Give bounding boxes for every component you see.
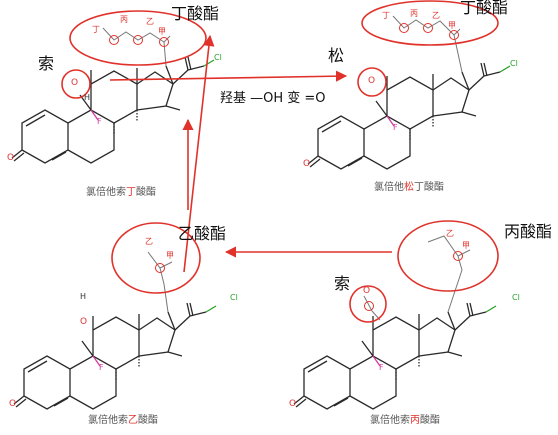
- atom-f-label: F: [393, 123, 398, 132]
- transform-note: 羟基 —OH 变 =O: [220, 91, 326, 106]
- atom-o-label: O: [7, 153, 15, 163]
- caption-m1: 氯倍他索丁酸酯: [86, 187, 156, 198]
- atom-f-label: F: [97, 117, 102, 126]
- chain-mark: 丙: [120, 15, 128, 24]
- song-label-m2: 松: [328, 46, 345, 65]
- atom-o-label: O: [71, 78, 79, 88]
- suo-label-m4: 索: [334, 274, 351, 293]
- chain-mark: 乙: [432, 11, 440, 20]
- ester-label-m2: 丁酸酯: [460, 0, 509, 17]
- ester-label-m3: 乙酸酯: [178, 224, 227, 243]
- atom-cl-label: Cl: [214, 53, 222, 62]
- atom-o-label: O: [80, 317, 88, 327]
- atom-cl-label: Cl: [510, 59, 518, 68]
- atom-cl-label: Cl: [230, 293, 238, 302]
- atom-h-label: H: [84, 93, 91, 102]
- ester-label-m1: 丁酸酯: [171, 4, 220, 23]
- ester-label-m4: 丙酸酯: [504, 222, 553, 241]
- atom-f-label: F: [379, 363, 384, 372]
- atom-cl-label: Cl: [512, 293, 520, 302]
- chain-mark: 甲: [448, 21, 456, 30]
- chain-mark: 乙: [446, 229, 454, 238]
- chain-mark: 乙: [145, 237, 153, 246]
- chain-mark: 丁: [382, 11, 390, 20]
- atom-f-label: F: [99, 363, 104, 372]
- atom-o-label: O: [289, 399, 297, 409]
- chain-mark: 甲: [166, 251, 174, 260]
- chain-mark: 甲: [462, 241, 470, 250]
- atom-o-label: O: [303, 159, 311, 169]
- chain-mark: 丁: [92, 25, 100, 34]
- chain-mark: 丙: [410, 9, 418, 18]
- chain-mark: 甲: [158, 27, 166, 36]
- caption-m3: 氯倍他索乙酸酯: [88, 415, 158, 426]
- suo-label-m1: 索: [38, 54, 55, 73]
- atom-o-label: O: [9, 399, 17, 409]
- atom-o-label: O: [368, 76, 376, 86]
- chain-mark: 乙: [146, 17, 154, 26]
- caption-m4: 氯倍他索丙酸酯: [370, 415, 440, 426]
- atom-o-label: O: [363, 286, 371, 296]
- atom-h-label: H: [80, 292, 87, 301]
- caption-m2: 氯倍他松丁酸酯: [374, 182, 444, 193]
